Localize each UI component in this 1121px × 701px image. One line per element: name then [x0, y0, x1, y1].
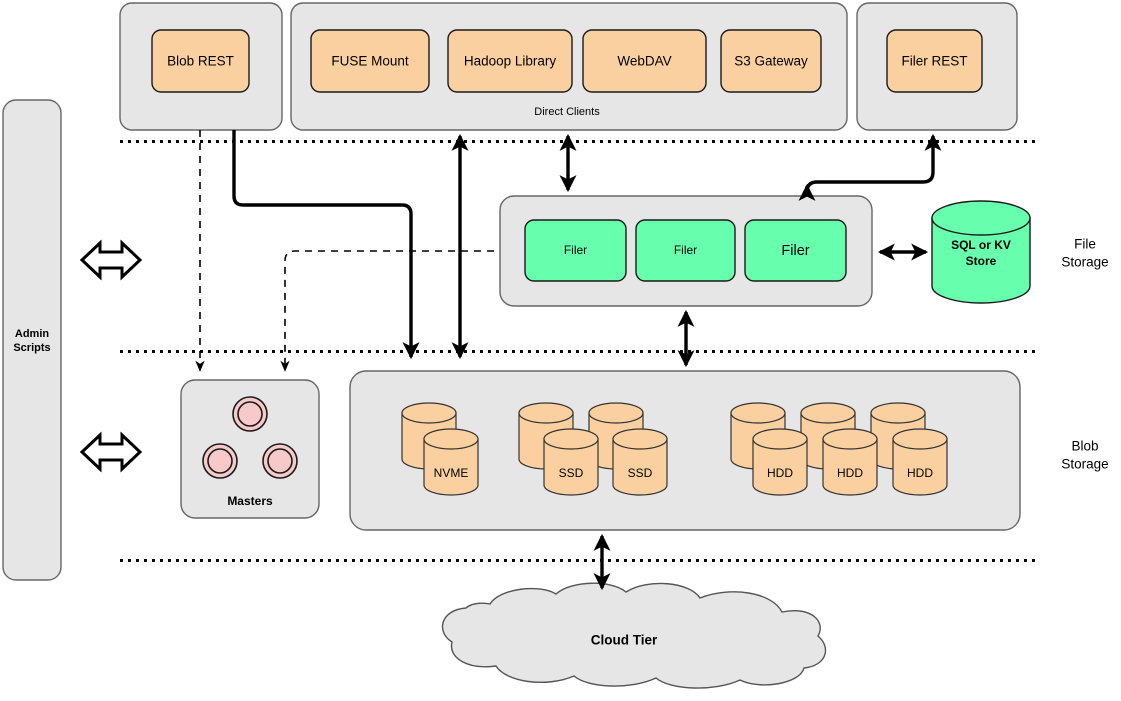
volume-group-ssd[interactable]: SSD SSD — [518, 402, 668, 496]
admin-scripts-panel[interactable]: Admin Scripts — [2, 99, 62, 581]
filer-group[interactable]: Filer Filer Filer — [499, 195, 873, 307]
admin-to-filer-double-arrow — [79, 239, 143, 281]
direct-clients-caption: Direct Clients — [534, 106, 600, 118]
client-group-direct-clients[interactable]: FUSE Mount Hadoop Library WebDAV S3 Gate… — [290, 2, 848, 131]
ssd-cylinder-front2-top — [612, 428, 668, 450]
hdd-label-1: HDD — [767, 466, 793, 480]
volume-group-nvme[interactable]: NVME — [401, 402, 479, 496]
sql-kv-store-top — [931, 200, 1031, 236]
masters-group[interactable]: Masters — [180, 379, 320, 519]
node-webdav[interactable] — [582, 29, 707, 93]
admin-to-masters-double-arrow — [79, 431, 143, 473]
ssd-cylinder-back1-top — [518, 402, 574, 424]
masters-label: Masters — [227, 494, 273, 508]
ssd-cylinder-front1-top — [543, 428, 599, 450]
blob-storage-label-line1: Blob — [1071, 439, 1098, 454]
node-hadoop-library-label: Hadoop Library — [464, 54, 557, 69]
node-s3-gateway[interactable] — [720, 29, 822, 93]
node-filer-2-label: Filer — [674, 243, 697, 257]
nvme-label: NVME — [434, 466, 469, 480]
cloud-tier-label: Cloud Tier — [591, 633, 658, 648]
admin-scripts-box — [2, 99, 62, 581]
ssd-cylinder-front1-body — [543, 438, 599, 496]
cloud-tier[interactable]: Cloud Tier — [441, 582, 827, 689]
master-node-2-inner — [207, 448, 233, 474]
node-filer-3[interactable] — [744, 219, 847, 282]
client-group-blob-rest[interactable]: Blob REST — [119, 2, 283, 131]
tier-label-blob-storage: Blob Storage — [1061, 439, 1108, 472]
hdd-cylinder-front2-body — [822, 438, 878, 496]
hdd-cylinder-front1-body — [752, 438, 808, 496]
client-group-filer-rest[interactable]: Filer REST — [856, 2, 1018, 131]
sql-kv-store-body — [931, 217, 1031, 304]
master-node-3-inner — [267, 448, 293, 474]
node-filer-1[interactable] — [524, 219, 627, 282]
hdd-cylinder-front3-body — [892, 438, 948, 496]
dashed-filer-to-masters — [280, 250, 494, 372]
ssd-label-1: SSD — [559, 466, 584, 480]
ssd-cylinder-front2-body — [612, 438, 668, 496]
nvme-cylinder-front-top — [423, 428, 479, 450]
arrow-blob-rest-to-volume-servers — [232, 130, 420, 360]
volume-servers-group[interactable]: NVME SSD SSD HDD — [349, 370, 1021, 531]
sql-kv-store-label-line1: SQL or KV — [951, 238, 1011, 252]
hdd-cylinder-front3-top — [892, 428, 948, 450]
hdd-label-3: HDD — [907, 466, 933, 480]
sql-kv-store-label-line2: Store — [966, 254, 997, 268]
node-webdav-label: WebDAV — [617, 54, 671, 69]
node-filer-1-label: Filer — [564, 243, 587, 257]
hdd-cylinder-front2-top — [822, 428, 878, 450]
arrow-filer-rest-to-filer — [798, 133, 942, 201]
sql-or-kv-store[interactable]: SQL or KV Store — [931, 200, 1031, 304]
cloud-shape — [441, 582, 827, 689]
hdd-cylinder-back1-top — [730, 402, 786, 424]
ssd-cylinder-back2-top — [588, 402, 644, 424]
node-filer-3-label: Filer — [781, 243, 809, 259]
node-hadoop-library[interactable] — [447, 29, 573, 93]
tier-label-file-storage: File Storage — [1061, 237, 1108, 270]
hdd-cylinder-front1-top — [752, 428, 808, 450]
nvme-cylinder-front-body — [423, 438, 479, 496]
node-filer-rest-label: Filer REST — [901, 54, 967, 69]
ssd-label-2: SSD — [628, 466, 653, 480]
node-blob-rest-label: Blob REST — [167, 54, 234, 69]
nvme-cylinder-back-top — [401, 402, 457, 424]
node-fuse-mount-label: FUSE Mount — [331, 54, 409, 69]
node-filer-rest[interactable] — [886, 29, 983, 93]
admin-scripts-label-line1: Admin — [15, 328, 50, 340]
hdd-cylinder-back3-top — [870, 402, 926, 424]
node-blob-rest[interactable] — [151, 29, 250, 93]
file-storage-label-line2: Storage — [1061, 255, 1108, 270]
node-filer-2[interactable] — [635, 219, 736, 282]
node-s3-gateway-label: S3 Gateway — [734, 54, 808, 69]
admin-scripts-label-line2: Scripts — [13, 342, 50, 354]
volume-group-hdd[interactable]: HDD HDD HDD — [730, 402, 948, 496]
master-node-1-inner — [237, 401, 263, 427]
masters-box — [180, 379, 320, 519]
node-fuse-mount[interactable] — [310, 29, 430, 93]
hdd-label-2: HDD — [837, 466, 863, 480]
hdd-cylinder-back2-top — [800, 402, 856, 424]
blob-storage-label-line2: Storage — [1061, 457, 1108, 472]
file-storage-label-line1: File — [1074, 237, 1096, 252]
